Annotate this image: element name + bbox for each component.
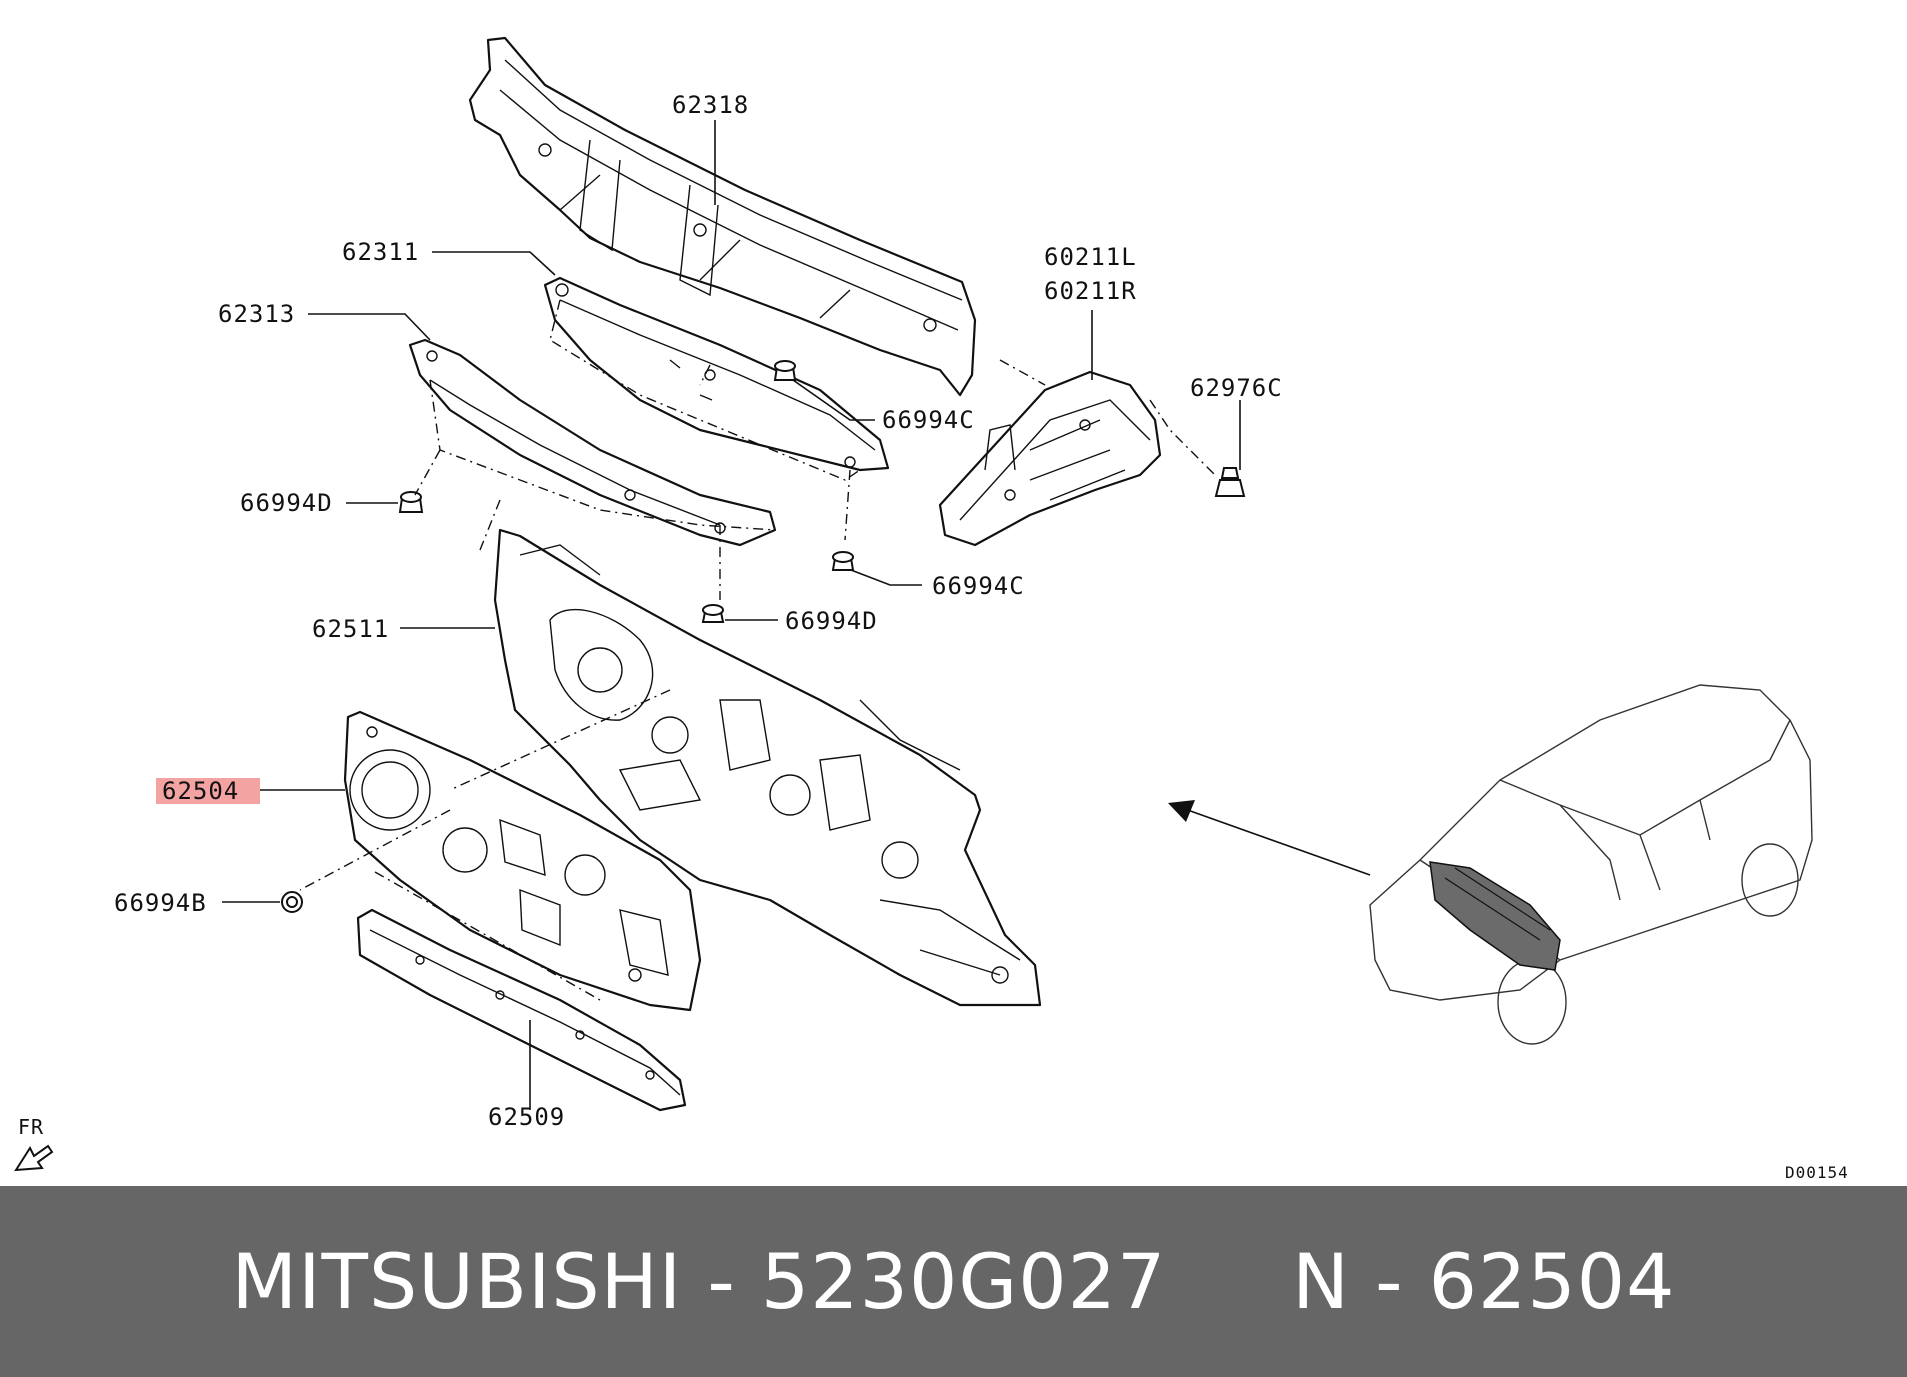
label-66994B: 66994B	[114, 889, 207, 917]
part-62509-lower-strip	[356, 908, 687, 1112]
label-66994C-top: 66994C	[882, 406, 975, 434]
footer-bar: MITSUBISHI - 5230G027 N - 62504	[0, 1186, 1907, 1377]
label-60211L: 60211L	[1044, 243, 1137, 271]
label-62509: 62509	[488, 1103, 565, 1131]
clip-66994C-top	[773, 360, 797, 381]
label-62311: 62311	[342, 238, 419, 266]
highlight-62504	[156, 778, 260, 804]
part-labels: 62318 62311 62313 60211L 60211R 62976C 6…	[114, 91, 1283, 1131]
bolt-62976C	[1214, 467, 1246, 497]
part-60211-bracket	[938, 370, 1162, 547]
clip-66994B	[281, 891, 303, 913]
label-62976C: 62976C	[1190, 374, 1283, 402]
label-62313: 62313	[218, 300, 295, 328]
label-66994C-mid: 66994C	[932, 572, 1025, 600]
parts-diagram: 62318 62311 62313 60211L 60211R 62976C 6…	[14, 36, 1849, 1182]
label-62511: 62511	[312, 615, 389, 643]
drawing-code: D00154	[1785, 1163, 1849, 1182]
part-62318-cowl-top-panel	[468, 36, 977, 397]
view-direction-arrow	[1168, 800, 1371, 876]
label-62504: 62504	[162, 777, 239, 805]
part-62511-dash-panel	[493, 528, 1042, 1007]
clip-66994C-mid	[831, 551, 855, 571]
leader-lines	[222, 120, 1241, 1110]
vehicle-location-inset	[1369, 684, 1813, 1045]
assembly-dashed-lines	[299, 299, 1216, 1001]
fr-label: FR	[18, 1115, 44, 1139]
label-62318: 62318	[672, 91, 749, 119]
part-62313-lower-cowl	[408, 338, 777, 547]
footer-part-info: MITSUBISHI - 5230G027 N - 62504	[231, 1237, 1676, 1326]
label-60211R: 60211R	[1044, 277, 1137, 305]
part-62311-upper-cowl	[543, 276, 890, 472]
label-66994D-left: 66994D	[240, 489, 333, 517]
clip-66994D-left	[398, 491, 424, 513]
label-66994D-mid: 66994D	[785, 607, 878, 635]
clip-66994D-mid	[701, 604, 725, 623]
front-orientation-marker: FR	[14, 1115, 54, 1172]
